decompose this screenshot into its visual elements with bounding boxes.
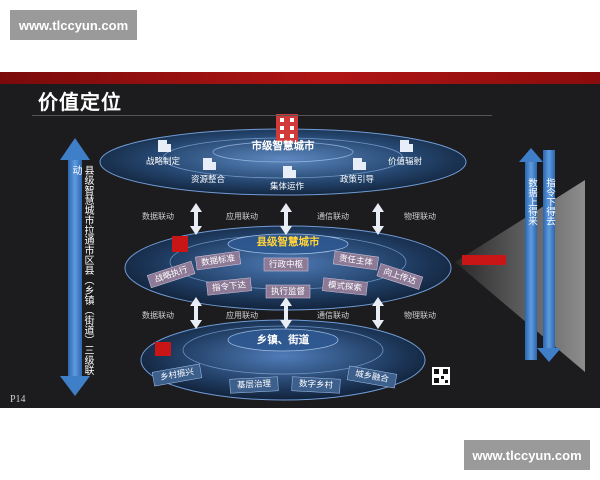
right-down-arrow [537,150,561,362]
building-icon-2 [203,158,216,170]
county-tiles [146,250,424,299]
county-outer-item: 执行监督 [270,287,305,297]
city-item: 资源整合 [190,175,225,185]
city-item: 集体运作 [269,182,304,192]
city-level-title: 市级智慧城市 [251,140,315,152]
connector-arrow-bottom-1 [190,297,202,329]
left-vertical-label: 县级智慧城市拉通市区县（乡镇（街道）三级联动 [70,165,93,375]
red-annotation-1 [172,236,188,252]
connector-arrow-bottom-3 [372,297,384,329]
city-item: 战略制定 [145,157,180,167]
connector-label-bottom: 物理联动 [404,311,436,320]
building-icon-3 [283,166,296,178]
connector-label-top: 应用联动 [226,212,258,221]
watermark-top: www.tlccyun.com [10,10,137,40]
right-up-arrow [519,148,543,360]
town-level-title: 乡镇、街道 [256,334,310,346]
building-icon-1 [158,140,171,152]
slide-header-bar [0,72,600,84]
qr-code-icon [432,367,450,385]
right-cone [455,180,585,372]
city-item-icons [158,140,413,178]
town-tiles [151,363,398,394]
red-annotation-3 [155,342,171,356]
red-annotation-2 [462,255,506,265]
watermark-bottom: www.tlccyun.com [464,440,590,470]
left-double-arrow [60,138,90,396]
connector-arrow-top-3 [372,203,384,235]
page-number: P14 [10,394,26,405]
connector-arrow-top-1 [190,203,202,235]
slide-title: 价值定位 [38,90,122,114]
connector-label-top: 通信联动 [317,212,349,221]
town-item: 基层治理 [236,379,272,391]
city-item: 政策引导 [339,175,374,185]
connector-label-top: 数据联动 [142,212,174,221]
connector-arrow-top-2 [280,203,292,235]
county-inner-item: 行政中枢 [268,260,303,270]
connector-arrow-bottom-2 [280,297,292,329]
right-up-label: 数据上得来 [526,178,537,226]
connector-label-bottom: 应用联动 [226,311,258,320]
connector-label-bottom: 数据联动 [142,311,174,320]
city-item: 价值辐射 [387,157,422,167]
title-divider [32,115,492,116]
city-building-icon [276,114,298,142]
connector-label-top: 物理联动 [404,212,436,221]
county-level-title: 县级智慧城市 [256,236,320,248]
town-item: 数字乡村 [298,379,334,391]
building-icon-5 [400,140,413,152]
building-icon-4 [353,158,366,170]
right-down-label: 指令下得去 [544,178,555,226]
connector-label-bottom: 通信联动 [317,311,349,320]
